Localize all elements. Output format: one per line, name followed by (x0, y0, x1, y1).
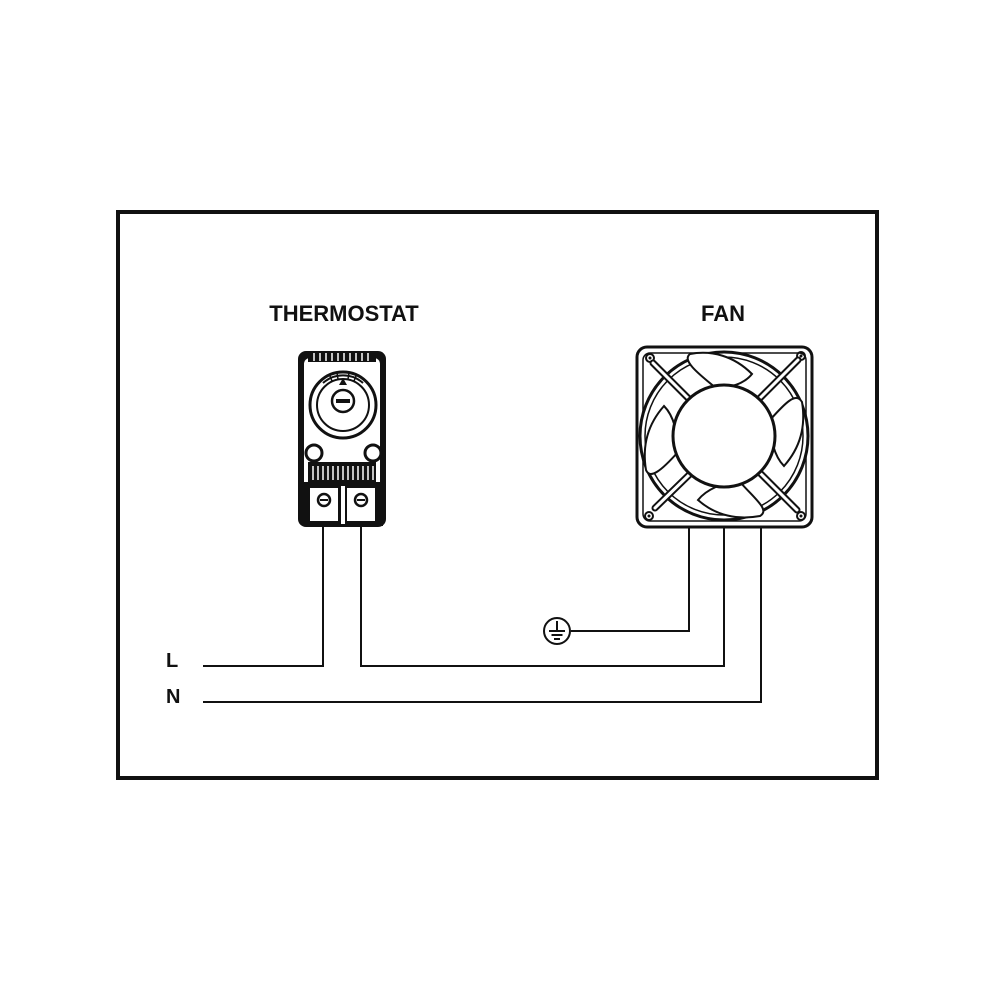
fan-hub (671, 383, 777, 489)
neutral-label: N (166, 686, 180, 708)
fan-label: FAN (701, 301, 745, 326)
wire-fan-to-ground (571, 522, 690, 632)
thermostat-dial (308, 370, 378, 440)
ground-icon (543, 617, 571, 645)
fan-icon (635, 345, 814, 529)
thermostat-icon (298, 351, 386, 527)
wire-thermostat-to-fan (360, 520, 725, 667)
thermostat-lower-grill (308, 462, 376, 482)
fan-blades (643, 351, 805, 519)
thermostat-terminals (303, 482, 383, 526)
thermostat-mount-hole-right (363, 443, 383, 463)
thermostat-label: THERMOSTAT (269, 301, 419, 326)
thermostat-top-grill (308, 352, 376, 362)
thermostat-mount-hole-left (304, 443, 324, 463)
wire-neutral-to-fan (203, 522, 762, 703)
diagram-frame (116, 210, 879, 780)
line-label: L (166, 650, 178, 672)
fan-struts (649, 356, 802, 514)
wire-line-to-thermostat (203, 520, 324, 667)
